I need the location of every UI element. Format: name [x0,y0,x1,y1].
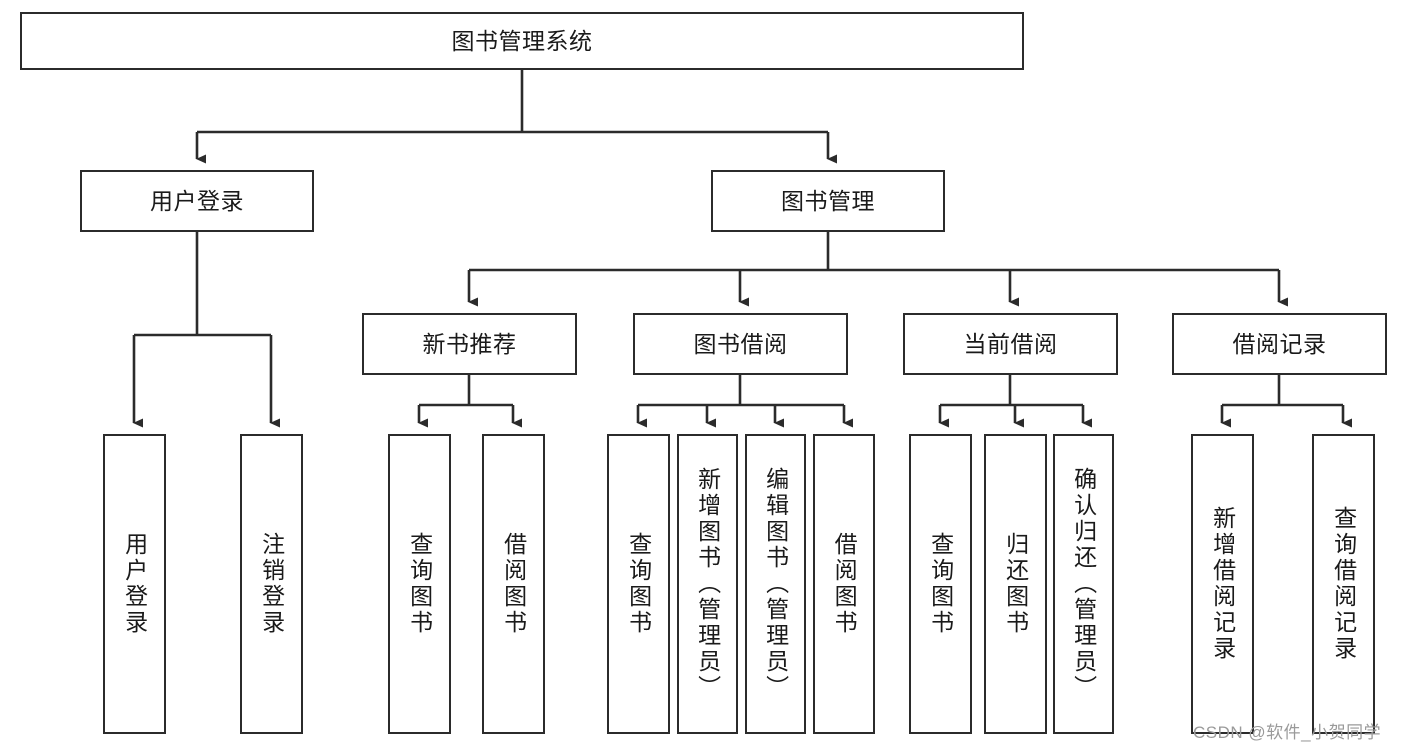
node-leaf-add-borrow-record[interactable]: 新增借阅记录 [1191,434,1254,734]
node-current-borrow[interactable]: 当前借阅 [903,313,1118,375]
node-leaf-logout-login[interactable]: 注销登录 [240,434,303,734]
node-leaf-edit-book-admin[interactable]: 编辑图书（管理员） [745,434,806,734]
node-label: 图书管理系统 [451,27,593,54]
node-label: 借阅图书 [500,532,527,636]
node-label: 图书管理 [781,187,875,214]
node-label: 查询图书 [927,532,954,636]
node-borrow-record[interactable]: 借阅记录 [1172,313,1387,375]
node-leaf-query-borrow-record[interactable]: 查询借阅记录 [1312,434,1375,734]
node-leaf-borrow-book-1[interactable]: 借阅图书 [482,434,545,734]
node-label: 借阅图书 [831,532,858,636]
node-leaf-return-book[interactable]: 归还图书 [984,434,1047,734]
node-label: 确认归还（管理员） [1070,467,1097,701]
node-leaf-query-book-1[interactable]: 查询图书 [388,434,451,734]
node-label: 借阅记录 [1232,330,1327,357]
node-root[interactable]: 图书管理系统 [20,12,1024,70]
node-label: 用户登录 [121,532,148,636]
node-label: 查询图书 [406,532,433,636]
node-leaf-add-book-admin[interactable]: 新增图书（管理员） [677,434,738,734]
node-label: 注销登录 [258,532,285,636]
node-book-manage[interactable]: 图书管理 [711,170,945,232]
node-book-borrow[interactable]: 图书借阅 [633,313,848,375]
node-user-login[interactable]: 用户登录 [80,170,314,232]
node-label: 图书借阅 [693,330,788,357]
node-label: 查询借阅记录 [1330,506,1357,662]
node-label: 归还图书 [1002,532,1029,636]
node-label: 用户登录 [150,187,244,214]
node-label: 当前借阅 [963,330,1058,357]
node-label: 新书推荐 [422,330,517,357]
node-label: 新增借阅记录 [1209,506,1236,662]
node-label: 编辑图书（管理员） [762,467,789,701]
node-new-book-recommend[interactable]: 新书推荐 [362,313,577,375]
node-label: 查询图书 [625,532,652,636]
node-leaf-query-book-3[interactable]: 查询图书 [909,434,972,734]
node-leaf-borrow-book-2[interactable]: 借阅图书 [813,434,875,734]
node-leaf-confirm-return-admin[interactable]: 确认归还（管理员） [1053,434,1114,734]
watermark-label: CSDN @软件_小贺同学 [1193,723,1382,742]
node-leaf-user-login[interactable]: 用户登录 [103,434,166,734]
node-label: 新增图书（管理员） [694,467,721,701]
node-leaf-query-book-2[interactable]: 查询图书 [607,434,670,734]
